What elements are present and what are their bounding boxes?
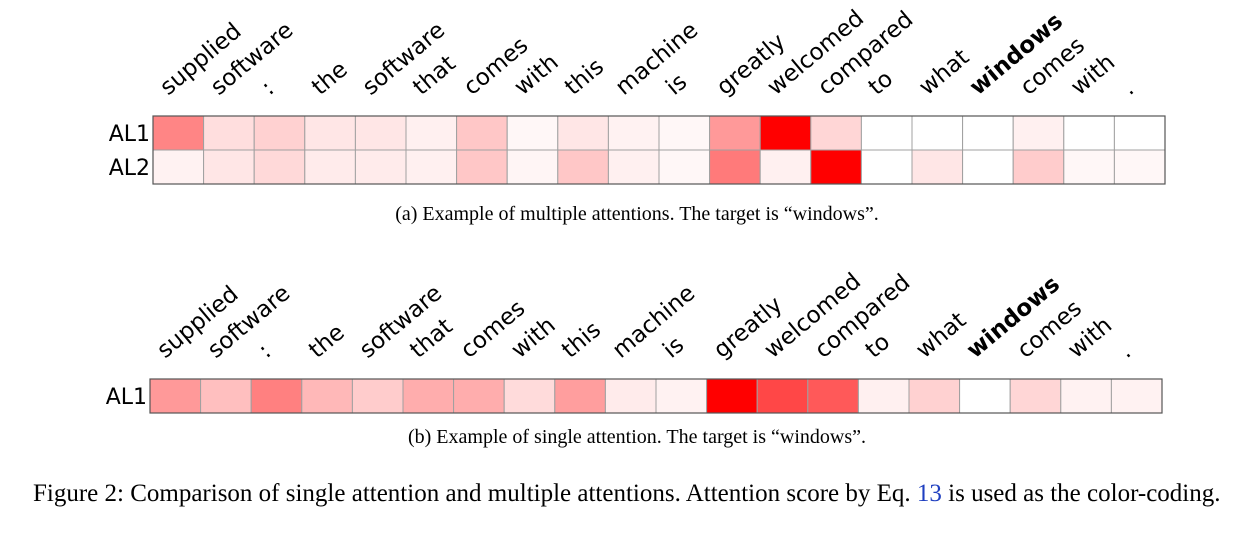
figure-caption: Figure 2: Comparison of single attention… [33,477,1248,511]
heatmap-cell [810,115,862,151]
heatmap-cell [253,149,306,185]
heatmap-cell [607,149,660,185]
token-label: is [658,332,689,364]
heatmap-cell [1113,115,1166,151]
caption-suffix: is used as the color-coding. [941,480,1221,507]
heatmap-cell [402,378,455,414]
heatmap-cell [709,115,761,151]
heatmap-cell [253,115,306,151]
heatmap-cell [250,378,303,414]
heatmap-cell [709,149,761,185]
token-label: the [304,319,350,363]
heatmap-cell [1063,115,1115,151]
token-label: . [1117,76,1139,101]
token-label: what [914,44,974,100]
row-label: AL1 [106,385,147,410]
heatmap-cell [405,149,458,185]
heatmap-cell [456,115,508,151]
row-label: AL1 [109,122,150,147]
heatmap-cell [351,378,404,414]
heatmap-cell [304,115,356,151]
heatmap-cell [759,149,812,185]
heatmap-cell [857,378,910,414]
token-label: this [557,317,606,364]
heatmap-cell [962,115,1014,151]
heatmap-cell [557,149,609,185]
token-label: : [254,339,277,364]
heatmap-cell [860,115,913,151]
heatmap-cell [962,149,1014,185]
heatmap-frame [152,115,1166,185]
heatmap-cell [911,149,964,185]
heatmap-cell [604,378,657,414]
token-label: the [307,56,353,100]
token-label: : [257,76,280,101]
heatmap-cell [301,378,353,414]
heatmap-cell [860,149,913,185]
heatmap-cell [1012,149,1065,185]
heatmap-cell [557,115,609,151]
token-label: this [560,54,609,101]
heatmap-cell [304,149,356,185]
token-label: to [861,329,895,364]
heatmap-cell [756,378,809,414]
heatmap-cell [759,115,812,151]
caption-equation-ref-link[interactable]: 13 [916,480,942,507]
heatmap-cell [405,115,458,151]
heatmap-cell [554,378,606,414]
heatmap-cell [959,378,1011,414]
token-label: what [911,307,971,363]
heatmap-cell [456,149,508,185]
heatmap-cell [506,149,559,185]
heatmap-cell [203,115,255,151]
heatmap-cell [506,115,559,151]
heatmap-cell [503,378,556,414]
heatmap-cell [658,149,711,185]
subcaption: (b) Example of single attention. The tar… [408,426,866,448]
heatmap-cell [152,115,205,151]
heatmap-frame [149,378,1163,414]
heatmap-cell [1012,115,1065,151]
caption-prefix: Figure 2: Comparison of single attention… [33,480,917,507]
heatmap-cell [908,378,961,414]
heatmap-cell [354,115,407,151]
heatmap-cell [1110,378,1163,414]
token-label: is [661,69,692,101]
heatmap-cell [203,149,255,185]
heatmap-cell [911,115,964,151]
heatmap-cell [453,378,505,414]
heatmap-cell [658,115,711,151]
heatmap-cell [655,378,708,414]
heatmap-cell [152,149,205,185]
heatmap-cell [1063,149,1115,185]
heatmap-cell [807,378,859,414]
subcaption: (a) Example of multiple attentions. The … [395,203,879,225]
heatmap-cell [1009,378,1062,414]
row-label: AL2 [109,156,150,181]
heatmap-cell [706,378,758,414]
heatmap-cell [607,115,660,151]
heatmap-cell [1113,149,1166,185]
heatmap-cell [354,149,407,185]
token-label: to [864,66,898,101]
heatmap-cell [1060,378,1112,414]
heatmap-cell [810,149,862,185]
heatmap-cell [200,378,252,414]
token-label: . [1114,339,1136,364]
heatmap-cell [149,378,202,414]
